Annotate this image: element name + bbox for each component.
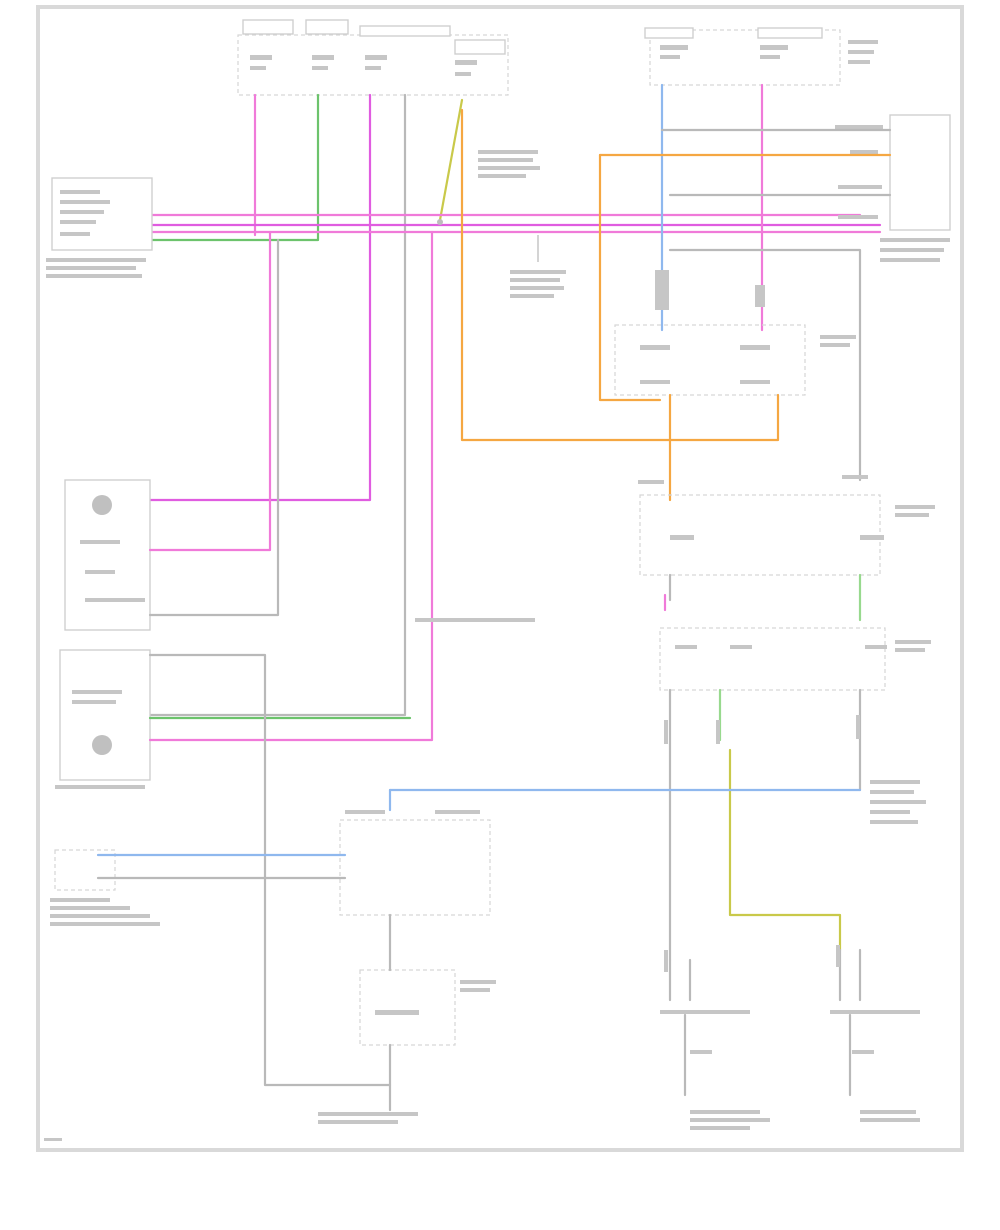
sensor-left-bottom	[50, 849, 160, 926]
component-left-upper	[64, 479, 151, 631]
diagram-frame	[36, 5, 964, 1152]
relay-pair	[614, 270, 856, 396]
connector-block-right-lower	[659, 627, 931, 691]
fuse-block-top-left	[237, 19, 509, 96]
component-left-lower	[55, 649, 151, 789]
control-module-bottom	[339, 810, 491, 916]
switch-block-right	[638, 475, 935, 576]
connector-right-top	[835, 114, 951, 262]
sensor-bottom-right-a	[660, 1010, 770, 1130]
relay-bottom-center	[318, 969, 496, 1124]
fuse-block-top-right	[644, 27, 878, 86]
connector-right-mid-label	[870, 780, 926, 824]
control-module-left	[46, 177, 153, 278]
sensor-bottom-right-b	[830, 1010, 920, 1122]
note-center-top	[478, 150, 566, 298]
